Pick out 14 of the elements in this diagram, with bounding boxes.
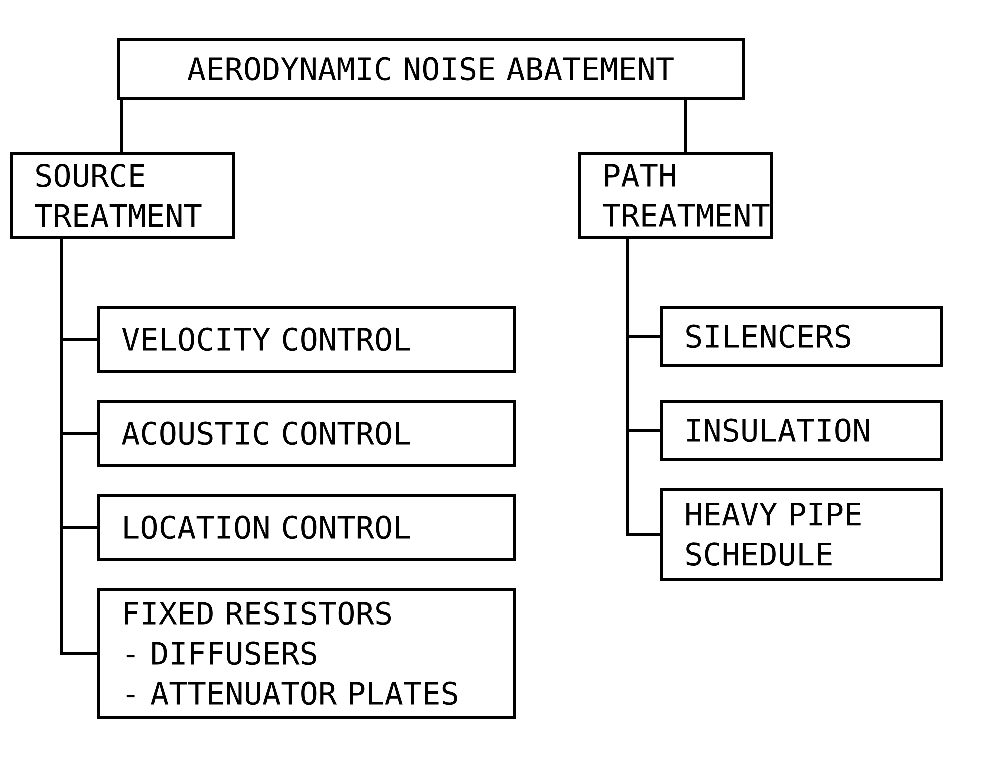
category-box: HEAVY PIPE SCHEDULE	[660, 488, 943, 581]
connector-line	[60, 236, 97, 655]
title-box: AERODYNAMIC NOISE ABATEMENT	[117, 38, 745, 100]
category-box: ACOUSTIC CONTROL	[97, 400, 516, 467]
category-box: PATH TREATMENT	[578, 152, 773, 239]
category-box: VELOCITY CONTROL	[97, 306, 516, 373]
category-box: LOCATION CONTROL	[97, 494, 516, 561]
connector-line	[684, 97, 688, 152]
connector-line	[626, 236, 660, 536]
category-box: INSULATION	[660, 400, 943, 461]
connector-line	[120, 97, 124, 152]
category-box: SILENCERS	[660, 306, 943, 367]
category-box: SOURCE TREATMENT	[10, 152, 235, 239]
category-box: FIXED RESISTORS - DIFFUSERS - ATTENUATOR PLATES	[97, 588, 516, 719]
